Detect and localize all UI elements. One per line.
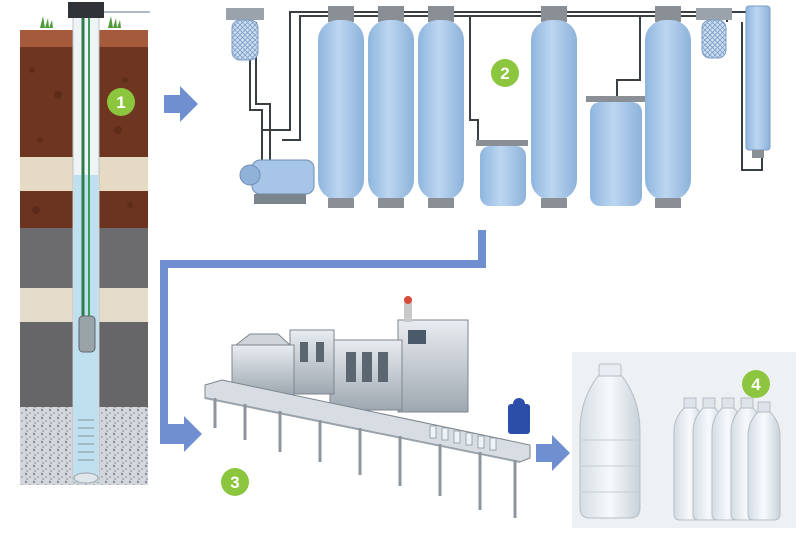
bottling-line-machine (204, 296, 531, 518)
feed-pump (239, 159, 315, 204)
flow-arrows (160, 86, 570, 471)
well-screen (78, 419, 94, 461)
step-badge-2: 2 (491, 59, 519, 87)
filtration-system (226, 5, 771, 208)
small-water-bottles (673, 397, 781, 521)
well-casing-top (68, 2, 104, 18)
tank-2 (368, 6, 414, 208)
tank-1 (318, 6, 364, 208)
step-badge-4: 4 (742, 370, 770, 398)
pre-filter-cartridge (226, 8, 264, 61)
short-tank-2 (586, 96, 646, 206)
soil-texture (29, 67, 133, 214)
step-badge-1: 1 (107, 88, 135, 116)
final-filter-cartridge (696, 8, 732, 59)
control-panel-screen (408, 330, 426, 344)
well-bottom (73, 472, 99, 484)
conveyor-legs (213, 398, 517, 518)
uv-sterilizer (745, 5, 771, 158)
conveyor-bottles (429, 425, 497, 451)
step-number-3: 3 (230, 473, 239, 492)
arrow-into-3 (160, 416, 202, 452)
short-tank-1 (476, 140, 528, 206)
tank-4 (531, 6, 577, 208)
grass-left (40, 16, 53, 28)
well-cross-section (20, 2, 150, 485)
submersible-pump (78, 315, 96, 353)
arrow-3-to-4 (536, 435, 570, 471)
tank-5 (645, 6, 691, 208)
bottle-5 (747, 401, 781, 521)
drive-motor (508, 404, 530, 434)
capping-module (289, 329, 335, 395)
arrow-1-to-2 (164, 86, 198, 122)
tank-3 (418, 6, 464, 208)
step-number-1: 1 (116, 93, 125, 112)
signal-light (404, 296, 412, 304)
step-number-4: 4 (751, 375, 761, 394)
step-badge-3: 3 (221, 468, 249, 496)
step-number-2: 2 (500, 64, 509, 83)
grass-right (108, 16, 121, 28)
large-water-jug (579, 363, 641, 519)
machine-details (300, 342, 388, 382)
